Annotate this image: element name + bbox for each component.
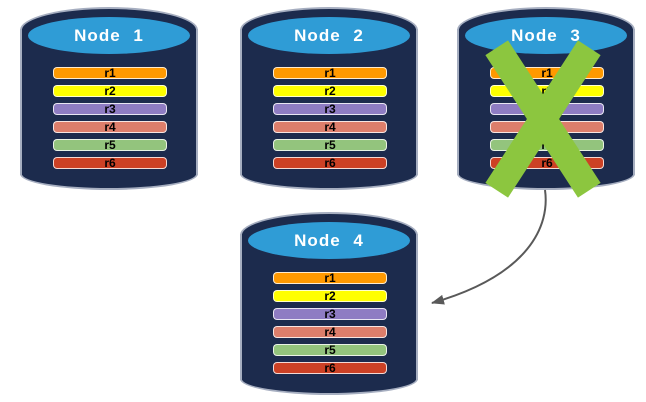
cylinder-cap: Node 1 bbox=[28, 17, 190, 54]
replica-label: r1 bbox=[104, 66, 116, 80]
replica-label: r5 bbox=[324, 343, 336, 357]
replica-label: r2 bbox=[104, 84, 116, 98]
node-4: Node 4 r1 r2 r3 r4 r5 r6 bbox=[240, 212, 418, 395]
replica-label: r4 bbox=[104, 120, 116, 134]
replica-list: r1 r2 r3 r4 r5 r6 bbox=[273, 272, 387, 374]
replica-label: r3 bbox=[324, 102, 336, 116]
replica-row: r6 bbox=[273, 157, 387, 169]
arrow-curve bbox=[431, 189, 547, 305]
replica-row: r2 bbox=[53, 85, 167, 97]
replica-label: r5 bbox=[324, 138, 336, 152]
replica-label: r2 bbox=[324, 84, 336, 98]
replica-label: r2 bbox=[324, 289, 336, 303]
replica-row: r4 bbox=[53, 121, 167, 133]
replica-label: r4 bbox=[324, 120, 336, 134]
replica-row: r4 bbox=[273, 121, 387, 133]
cylinder-cap: Node 2 bbox=[248, 17, 410, 54]
replica-label: r6 bbox=[324, 361, 336, 375]
cylinder-cap: Node 3 bbox=[465, 17, 627, 54]
replica-row: r2 bbox=[273, 85, 387, 97]
replica-row: r1 bbox=[273, 272, 387, 284]
replica-label: r6 bbox=[541, 156, 553, 170]
node-title: Node 1 bbox=[74, 26, 144, 45]
node-title: Node 2 bbox=[294, 26, 364, 45]
replica-row: r6 bbox=[53, 157, 167, 169]
replica-label: r1 bbox=[324, 271, 336, 285]
replica-list: r1 r2 r3 r4 r5 r6 bbox=[53, 67, 167, 169]
node-title: Node 3 bbox=[511, 26, 581, 45]
replica-row: r6 bbox=[273, 362, 387, 374]
cylinder-cap: Node 4 bbox=[248, 222, 410, 259]
replica-row: r5 bbox=[273, 139, 387, 151]
replica-row: r1 bbox=[273, 67, 387, 79]
node-3: Node 3 r1 r2 r3 r4 r5 r6 bbox=[457, 7, 635, 198]
replica-row: r5 bbox=[273, 344, 387, 356]
replica-label: r4 bbox=[324, 325, 336, 339]
replica-row: r3 bbox=[273, 103, 387, 115]
replica-row: r3 bbox=[53, 103, 167, 115]
replication-arrow bbox=[431, 189, 547, 305]
replica-label: r3 bbox=[104, 102, 116, 116]
replica-row: r2 bbox=[273, 290, 387, 302]
replica-list: r1 r2 r3 r4 r5 r6 bbox=[273, 67, 387, 169]
replica-row: r3 bbox=[273, 308, 387, 320]
replica-label: r1 bbox=[324, 66, 336, 80]
replica-row: r1 bbox=[53, 67, 167, 79]
replica-row: r4 bbox=[273, 326, 387, 338]
replica-label: r5 bbox=[104, 138, 116, 152]
replica-row: r5 bbox=[53, 139, 167, 151]
replica-label: r3 bbox=[324, 307, 336, 321]
replica-label: r6 bbox=[104, 156, 116, 170]
failure-x-icon bbox=[485, 40, 601, 198]
replica-label: r1 bbox=[541, 66, 553, 80]
node-1: Node 1 r1 r2 r3 r4 r5 r6 bbox=[20, 7, 198, 190]
node-2: Node 2 r1 r2 r3 r4 r5 r6 bbox=[240, 7, 418, 190]
replica-label: r6 bbox=[324, 156, 336, 170]
node-title: Node 4 bbox=[294, 231, 364, 250]
